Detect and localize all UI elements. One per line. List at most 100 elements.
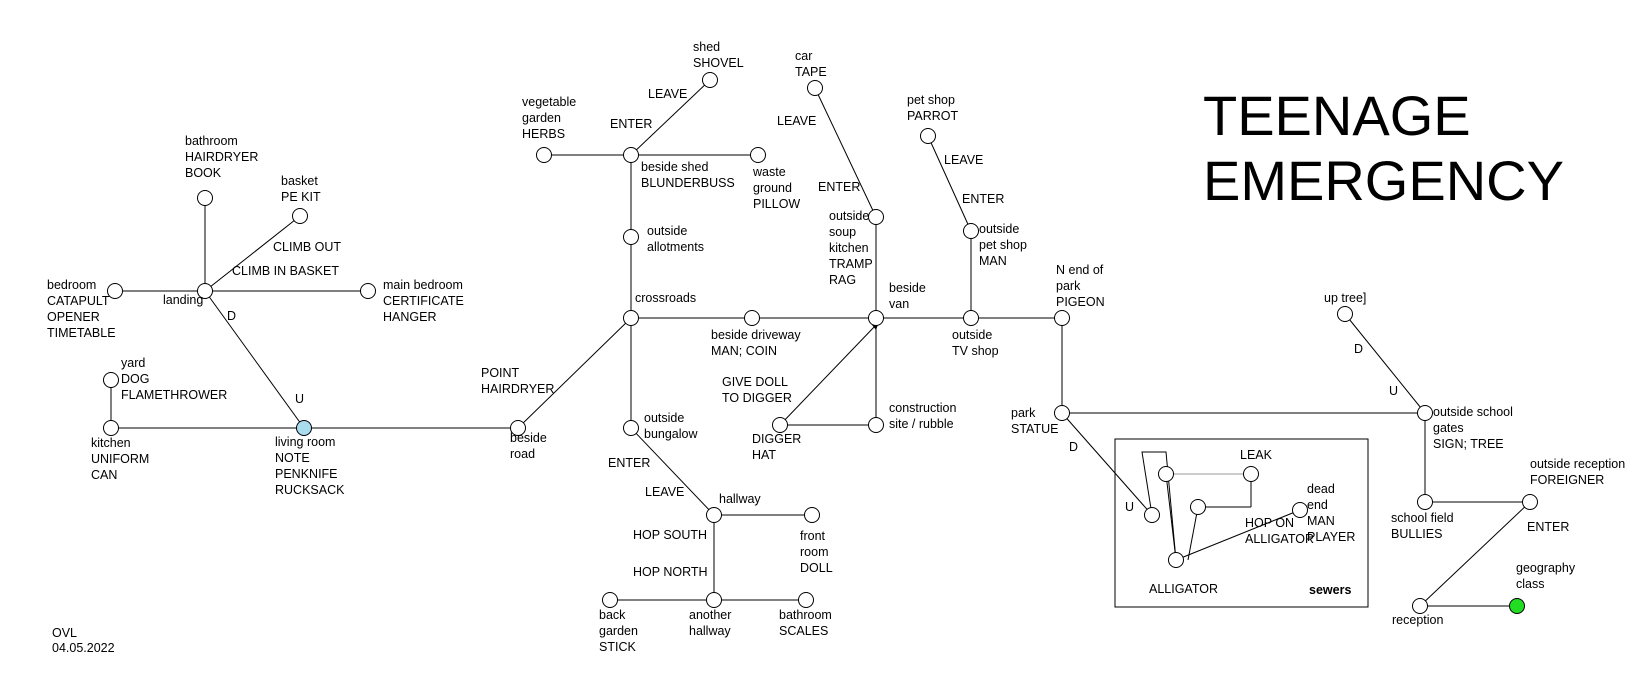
label-line: DOG (121, 372, 149, 386)
label-up-sewer: U (1125, 500, 1134, 514)
label-line: main bedroom (383, 278, 463, 292)
label-line: another (689, 608, 731, 622)
label-point-hairdryer-1: POINT (481, 366, 520, 380)
label-leave-bungalow: LEAVE (645, 485, 684, 499)
map-title-line-1: TEENAGE (1203, 84, 1471, 147)
label-up-tree: U (1389, 384, 1398, 398)
label-line: BLUNDERBUSS (641, 176, 735, 190)
label-outside-bungalow: outside bungalow (644, 411, 698, 441)
label-down-park: D (1069, 440, 1078, 454)
label-climb-in-basket: CLIMB IN BASKET (232, 264, 339, 278)
label-line: back (599, 608, 626, 622)
label-line: garden (599, 624, 638, 638)
node-bedroom (107, 283, 123, 299)
label-leak: LEAK (1240, 448, 1273, 462)
label-point-hairdryer-2: HAIRDRYER (481, 382, 554, 396)
node-landing (197, 283, 213, 299)
edge-landing-livingroom (204, 290, 305, 429)
label-line: CAN (91, 468, 117, 482)
label-line: crossroads (635, 291, 696, 305)
label-landing: landing (163, 293, 203, 307)
label-hop-on-1: HOP ON (1245, 516, 1294, 530)
edge-sewer-loop (1141, 451, 1177, 561)
label-line: TRAMP (829, 257, 873, 271)
sewer-junction-node (1158, 466, 1174, 482)
label-line: NOTE (275, 451, 310, 465)
author-credit: OVL (52, 626, 77, 640)
label-climb-out: CLIMB OUT (273, 240, 341, 254)
label-leave-shed: LEAVE (648, 87, 687, 101)
label-line: allotments (647, 240, 704, 254)
label-down-tree: D (1354, 342, 1363, 356)
label-line: CATAPULT (47, 294, 110, 308)
label-line: SHOVEL (693, 56, 744, 70)
label-reception: reception (1392, 613, 1443, 627)
node-bathroom-home (197, 190, 213, 206)
node-outside-soup-kitchen (868, 209, 884, 225)
edge-digger-van (779, 324, 877, 426)
label-line: up tree] (1324, 291, 1366, 305)
node-beside-van (868, 310, 884, 326)
label-line: BOOK (185, 166, 222, 180)
label-line: CERTIFICATE (383, 294, 464, 308)
node-outside-school-gates (1417, 405, 1433, 421)
label-line: outside (644, 411, 684, 425)
label-line: HAIRDRYER (185, 150, 258, 164)
label-alligator: ALLIGATOR (1149, 582, 1218, 596)
label-line: geography (1516, 561, 1576, 575)
node-car (807, 80, 823, 96)
edge-alligator-deadend (1175, 509, 1301, 561)
label-line: LEAK (1240, 448, 1273, 462)
label-line: bungalow (644, 427, 698, 441)
edge-landing-basket (204, 215, 301, 292)
sewer-junction-node (1190, 499, 1206, 515)
node-school-field (1417, 494, 1433, 510)
label-line: outside school (1433, 405, 1513, 419)
label-line: DIGGER (752, 432, 801, 446)
node-shed (702, 72, 718, 88)
node-front-room (804, 507, 820, 523)
label-line: PLAYER (1307, 530, 1355, 544)
connection-labels: CLIMB OUT CLIMB IN BASKET D U POINT HAIR… (227, 87, 1569, 579)
label-line: TIMETABLE (47, 326, 116, 340)
node-leak (1243, 466, 1259, 482)
label-line: MAN (979, 254, 1007, 268)
label-line: front (800, 529, 826, 543)
label-line: ground (753, 181, 792, 195)
node-vegetable-garden (536, 147, 552, 163)
label-line: beside (510, 431, 547, 445)
node-waste-ground (750, 147, 766, 163)
label-give-doll-2: TO DIGGER (722, 391, 792, 405)
label-line: road (510, 447, 535, 461)
edge-outsidereception-reception (1419, 501, 1531, 607)
edge-bungalow-hallway (630, 427, 715, 516)
label-line: living room (275, 435, 335, 449)
label-line: outside reception (1530, 457, 1625, 471)
label-line: basket (281, 174, 318, 188)
node-kitchen (103, 420, 119, 436)
label-line: gates (1433, 421, 1464, 435)
label-leave-pet-shop: LEAVE (944, 153, 983, 167)
label-line: shed (693, 40, 720, 54)
node-beside-road (510, 420, 526, 436)
label-beside-road: beside road (510, 431, 547, 461)
label-give-doll-1: GIVE DOLL (722, 375, 788, 389)
node-living-room (296, 420, 312, 436)
node-beside-driveway (744, 310, 760, 326)
date-credit: 04.05.2022 (52, 641, 115, 655)
label-enter-pet-shop: ENTER (962, 192, 1004, 206)
label-line: bedroom (47, 278, 96, 292)
label-down-landing: D (227, 309, 236, 323)
label-line: SCALES (779, 624, 828, 638)
